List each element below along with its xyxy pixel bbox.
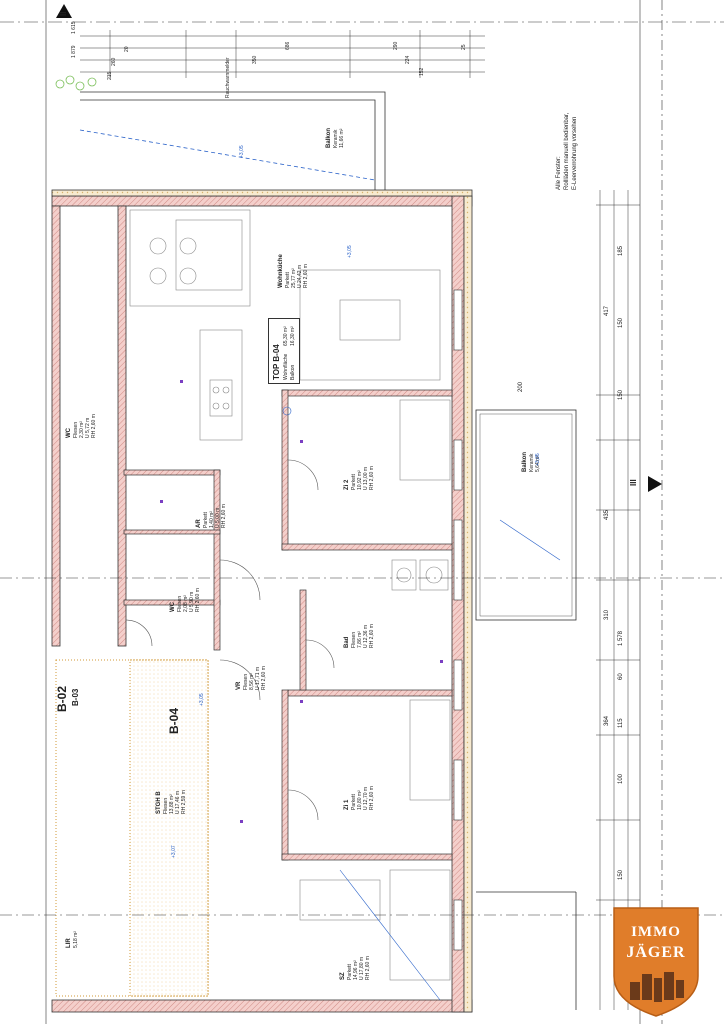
dimension-text: 260 bbox=[111, 57, 117, 66]
room-label-ar: AR bbox=[196, 519, 202, 528]
unit-row-2: Balkon bbox=[290, 364, 296, 380]
dimension-text: 150 bbox=[618, 317, 624, 328]
dimension-text: 150 bbox=[618, 869, 624, 880]
dimension-text: 1 578 bbox=[618, 630, 624, 646]
dimension-text: 25 bbox=[461, 44, 467, 50]
dimension-text: 417 bbox=[604, 305, 610, 316]
balcony-right-outline bbox=[475, 409, 577, 1010]
room-label-vr: VR bbox=[236, 681, 242, 690]
balcony-upper-outline bbox=[79, 91, 386, 192]
neighbour-label-b03: B-03 bbox=[71, 688, 80, 706]
dimension-text: 686 bbox=[285, 41, 291, 50]
level-mark: +3,07 bbox=[171, 845, 177, 858]
room-label-balkon-right: Balkon bbox=[522, 451, 528, 472]
fire-note: Rauchwarnmelder bbox=[225, 57, 231, 98]
section-arrow-top bbox=[56, 4, 72, 18]
dimension-text: 435 bbox=[604, 509, 610, 520]
room-detail: RH 2,60 m bbox=[221, 504, 227, 528]
dimension-text: 224 bbox=[405, 55, 411, 64]
note-line-1: Alle Fenster: bbox=[556, 156, 562, 190]
dimension-text: 364 bbox=[604, 715, 610, 726]
dimension-text: 115 bbox=[618, 718, 624, 728]
room-label-sz: SZ bbox=[340, 972, 346, 980]
dimension-text: 60 bbox=[618, 673, 624, 680]
dimension-text: 1 879 bbox=[71, 45, 77, 58]
door-swings bbox=[125, 459, 335, 821]
room-label-wc-neighbour: WC bbox=[66, 428, 72, 438]
bedroom-furniture bbox=[299, 399, 451, 981]
level-mark: +3,05 bbox=[239, 145, 245, 158]
room-detail: RH 2,60 m bbox=[91, 414, 97, 438]
dimension-text: 100 bbox=[618, 773, 624, 784]
unit-value-1: 65,30 m² bbox=[283, 326, 289, 346]
room-label-balkon-upper: Balkon bbox=[326, 127, 332, 148]
room-detail: RH 2,60 m bbox=[369, 466, 375, 490]
neighbour-label-b04: B-04 bbox=[167, 707, 181, 734]
dimension-chains-right bbox=[596, 190, 640, 1010]
room-detail: 5,18 m² bbox=[73, 931, 79, 948]
dimension-text: 150 bbox=[618, 389, 624, 400]
unit-title: TOP B-04 bbox=[272, 344, 281, 380]
logo-text-line2: JÄGER bbox=[626, 944, 686, 961]
section-marker-ii: II bbox=[59, 11, 68, 16]
note-line-2: Rollläden manuell bedienbar, bbox=[564, 112, 570, 190]
section-axis-lines bbox=[0, 577, 724, 916]
level-mark: +3,05 bbox=[347, 245, 353, 258]
room-detail: RH 2,60 m bbox=[303, 264, 309, 288]
level-mark: +3,05 bbox=[199, 693, 205, 706]
logo-text-line1: IMMO bbox=[631, 924, 681, 940]
room-detail: RH 2,60 m bbox=[261, 666, 267, 690]
socket-markers bbox=[160, 380, 443, 823]
kitchen-furniture bbox=[129, 209, 441, 441]
section-arrow-right bbox=[648, 476, 662, 492]
dimension-text: 20 bbox=[124, 46, 130, 52]
section-marker-iii: III bbox=[629, 479, 638, 486]
room-label-bad: Bad bbox=[344, 636, 350, 648]
dimension-text: 290 bbox=[393, 41, 399, 50]
room-detail: RH 2,60 m bbox=[369, 786, 375, 810]
room-detail: RH 2,60 m bbox=[369, 624, 375, 648]
room-label-wc: WC bbox=[170, 602, 176, 612]
neighbour-label-b02: B-02 bbox=[55, 685, 69, 712]
neighbour-unit-dotted bbox=[55, 659, 209, 997]
level-mark: +3,05 bbox=[535, 453, 541, 466]
windows bbox=[453, 289, 463, 951]
room-label-zi2: Zi 2 bbox=[344, 479, 350, 490]
dimension-text: 1 615 bbox=[71, 21, 77, 34]
vegetation-symbols bbox=[55, 75, 97, 91]
dimension-text: 350 bbox=[252, 55, 258, 64]
dimension-chains-top bbox=[80, 30, 485, 78]
dimension-text: 215 bbox=[107, 71, 113, 80]
dimension-text: 152 bbox=[419, 67, 425, 76]
room-label-wohnkueche: Wohnküche bbox=[278, 254, 284, 288]
unit-info-box bbox=[268, 318, 300, 384]
blue-annotations bbox=[282, 406, 561, 1001]
unit-row-1: Wohnfläche bbox=[283, 353, 289, 380]
dimension-text: 185 bbox=[618, 245, 624, 256]
exterior-walls bbox=[51, 189, 473, 1013]
room-label-stgh: STGH B bbox=[156, 791, 162, 814]
room-detail: RH 2,60 m bbox=[365, 956, 371, 980]
logo-shield-icon bbox=[613, 907, 699, 1017]
dimension-text: 200 bbox=[518, 381, 524, 392]
immo-jaeger-logo: IMMO JÄGER bbox=[612, 906, 700, 1018]
room-detail: 11,66 m² bbox=[339, 128, 345, 148]
room-detail: RH 2,59 m bbox=[181, 790, 187, 814]
room-detail: RH 2,60 m bbox=[195, 588, 201, 612]
unit-value-2: 16,30 m² bbox=[290, 326, 296, 346]
note-line-3: E-Leerverrohrung vorsehen bbox=[572, 116, 578, 190]
room-label-lir: LIR bbox=[66, 938, 72, 948]
dimension-text: 310 bbox=[604, 609, 610, 620]
room-label-zi1: Zi 1 bbox=[344, 799, 350, 810]
